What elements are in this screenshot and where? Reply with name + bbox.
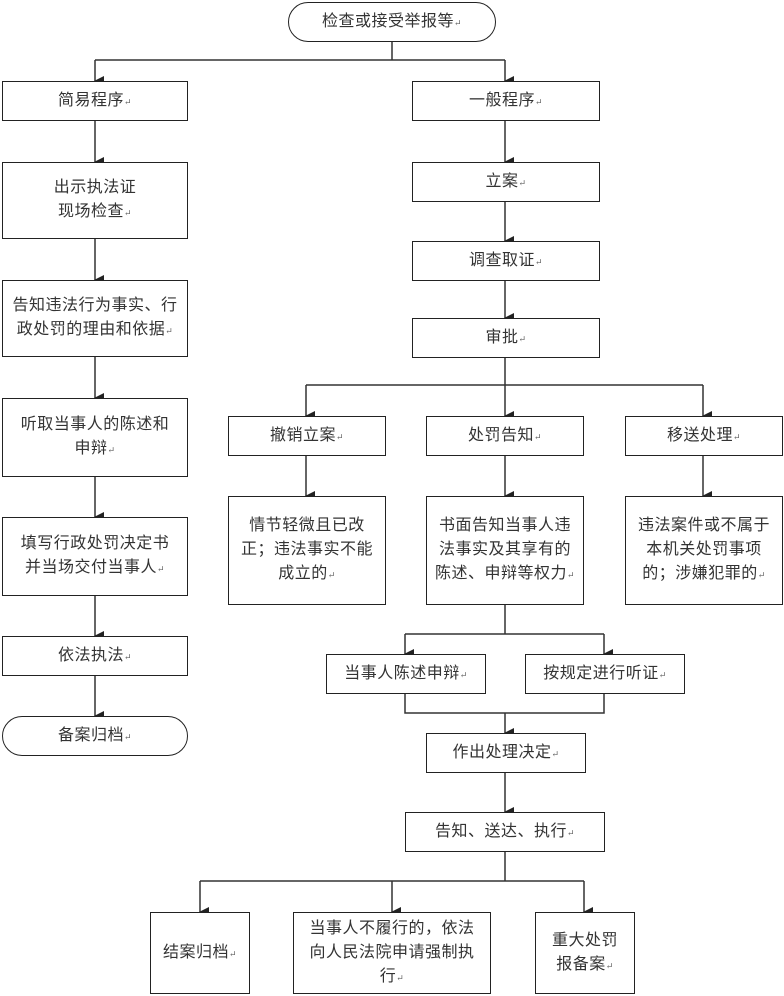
fill-decision-node: 填写行政处罚决定书 并当场交付当事人↵ (2, 517, 188, 596)
inform-facts-label: 告知违法行为事实、行 政处罚的理由和依据↵ (12, 295, 178, 338)
transfer-reason-node: 违法案件或不属于 本机关处罚事项 的；涉嫌犯罪的↵ (625, 496, 783, 605)
make-decision-label: 作出处理决定↵ (452, 741, 560, 761)
penalty-notice-node: 处罚告知↵ (426, 416, 584, 456)
return-mark: ↵ (605, 961, 614, 972)
simple-procedure-label: 简易程序↵ (57, 89, 133, 109)
return-mark: ↵ (123, 97, 133, 108)
file-case-node: 立案↵ (412, 162, 600, 202)
return-mark: ↵ (518, 334, 527, 345)
return-mark: ↵ (551, 749, 560, 760)
notice-detail-label: 书面告知当事人违 法事实及其享有的 陈述、申辩等权力↵ (434, 515, 576, 582)
notice-detail-node: 书面告知当事人违 法事实及其享有的 陈述、申辩等权力↵ (426, 496, 584, 605)
return-mark: ↵ (757, 571, 766, 581)
court-enforce-label: 当事人不履行的，依法 向人民法院申请强制执 行↵ (309, 917, 475, 985)
return-mark: ↵ (335, 432, 345, 443)
return-mark: ↵ (566, 571, 576, 581)
return-mark: ↵ (534, 257, 544, 268)
enforce-label: 依法执法↵ (57, 644, 133, 664)
penalty-notice-label: 处罚告知↵ (467, 424, 543, 444)
return-mark: ↵ (658, 670, 667, 681)
close-archive-node: 结案归档↵ (150, 912, 250, 994)
return-mark: ↵ (228, 949, 238, 960)
close-archive-label: 结案归档↵ (162, 941, 238, 961)
transfer-node: 移送处理↵ (625, 416, 783, 456)
archive-simple-node: 备案归档↵ (2, 716, 188, 756)
revoke-reason-label: 情节轻微且已改 正；违法事实不能 成立的↵ (240, 515, 373, 582)
court-enforce-node: 当事人不履行的，依法 向人民法院申请强制执 行↵ (293, 912, 491, 994)
return-mark: ↵ (732, 432, 742, 443)
general-procedure-label: 一般程序↵ (468, 89, 544, 109)
general-procedure-node: 一般程序↵ (412, 81, 600, 121)
show-certificate-node: 出示执法证 现场检查↵ (2, 162, 188, 239)
start-node: 检查或接受举报等↵ (288, 2, 496, 42)
major-report-label: 重大处罚 报备案↵ (551, 929, 618, 973)
return-mark: ↵ (534, 97, 544, 108)
approve-node: 审批↵ (412, 318, 600, 358)
make-decision-node: 作出处理决定↵ (426, 733, 586, 773)
revoke-case-node: 撤销立案↵ (228, 416, 386, 456)
fill-decision-label: 填写行政处罚决定书 并当场交付当事人↵ (20, 533, 170, 576)
return-mark: ↵ (165, 327, 174, 337)
approve-label: 审批↵ (485, 326, 527, 346)
return-mark: ↵ (566, 828, 576, 839)
return-mark: ↵ (533, 432, 543, 443)
return-mark: ↵ (123, 652, 133, 663)
return-mark: ↵ (156, 565, 166, 575)
enforce-node: 依法执法↵ (2, 636, 188, 676)
transfer-label: 移送处理↵ (666, 424, 742, 444)
revoke-case-label: 撤销立案↵ (269, 424, 345, 444)
investigate-label: 调查取证↵ (468, 249, 544, 269)
return-mark: ↵ (518, 178, 527, 189)
return-mark: ↵ (327, 571, 336, 581)
archive-simple-label: 备案归档↵ (57, 724, 133, 744)
hearing-node: 按规定进行听证↵ (525, 654, 685, 694)
hear-statement-label: 听取当事人的陈述和 申辩↵ (20, 414, 170, 457)
return-mark: ↵ (396, 973, 405, 984)
file-case-label: 立案↵ (485, 170, 527, 190)
hearing-label: 按规定进行听证↵ (543, 662, 667, 682)
revoke-reason-node: 情节轻微且已改 正；违法事实不能 成立的↵ (228, 496, 386, 605)
inform-facts-node: 告知违法行为事实、行 政处罚的理由和依据↵ (2, 280, 188, 357)
transfer-reason-label: 违法案件或不属于 本机关处罚事项 的；涉嫌犯罪的↵ (637, 515, 770, 582)
return-mark: ↵ (107, 446, 116, 456)
show-certificate-label: 出示执法证 现场检查↵ (53, 177, 137, 220)
hear-statement-node: 听取当事人的陈述和 申辩↵ (2, 398, 188, 477)
start-label: 检查或接受举报等↵ (321, 10, 463, 30)
deliver-label: 告知、送达、执行↵ (434, 820, 576, 840)
return-mark: ↵ (123, 209, 133, 219)
return-mark: ↵ (453, 18, 463, 29)
major-report-node: 重大处罚 报备案↵ (535, 912, 635, 994)
party-statement-label: 当事人陈述申辩↵ (344, 662, 468, 682)
return-mark: ↵ (123, 732, 133, 743)
simple-procedure-node: 简易程序↵ (2, 81, 188, 121)
investigate-node: 调查取证↵ (412, 241, 600, 281)
deliver-node: 告知、送达、执行↵ (405, 812, 605, 852)
party-statement-node: 当事人陈述申辩↵ (326, 654, 486, 694)
return-mark: ↵ (459, 670, 468, 681)
connector-merge (404, 694, 605, 714)
